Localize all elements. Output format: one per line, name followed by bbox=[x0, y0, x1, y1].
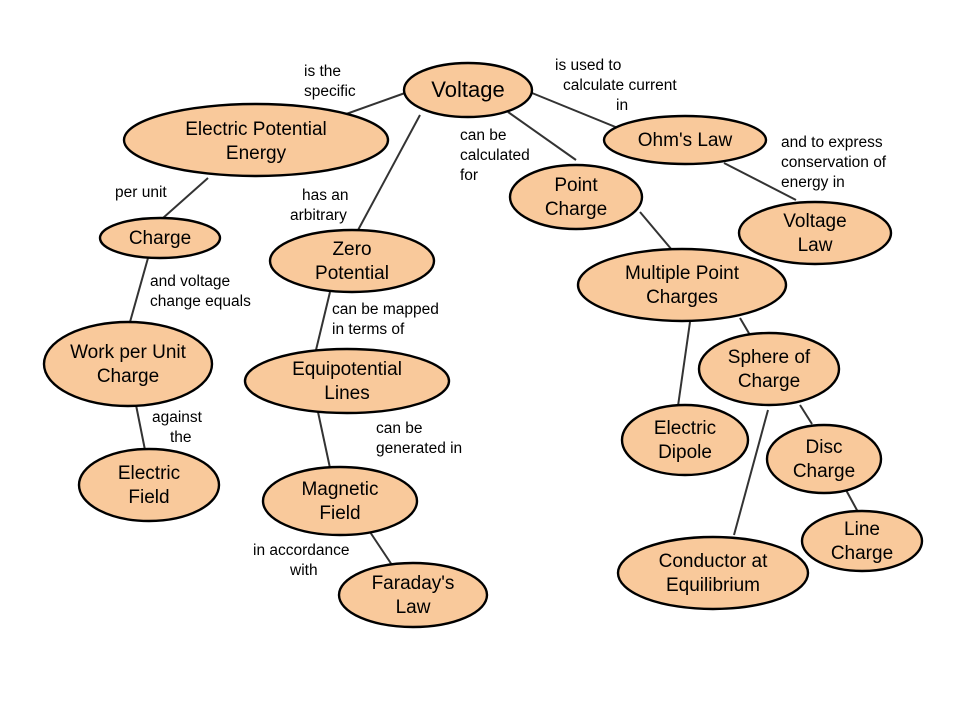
edge-epe-charge bbox=[162, 177, 209, 219]
edge-voltage-ohms bbox=[531, 92, 619, 129]
edge-mag-faraday bbox=[369, 531, 393, 566]
edge-voltage-point bbox=[507, 111, 577, 161]
node-ohms-law: Ohm's Law bbox=[602, 114, 768, 166]
edge-labels: is the specific is used to calculate cur… bbox=[115, 57, 890, 579]
node-voltage-label: Voltage bbox=[431, 77, 504, 102]
edge-label-is-the-specific: is the specific bbox=[304, 63, 356, 100]
edge-label-in-accordance-with: in accordance with bbox=[253, 542, 354, 579]
edge-point-multi bbox=[639, 211, 673, 251]
edge-ohms-vlaw bbox=[723, 162, 797, 201]
edge-disc-line bbox=[845, 489, 859, 513]
edge-multi-dipole bbox=[677, 321, 691, 407]
connections bbox=[129, 92, 859, 566]
edge-label-can-be-generated: can be generated in bbox=[376, 420, 462, 457]
edge-equi-mag bbox=[317, 411, 331, 469]
edge-label-has-an-arbitrary: has an arbitrary bbox=[290, 187, 353, 224]
edge-label-and-to-express: and to express conservation of energy in bbox=[781, 134, 890, 191]
edge-charge-work bbox=[129, 257, 149, 323]
edge-zero-equi bbox=[315, 291, 331, 351]
node-charge: Charge bbox=[98, 216, 222, 260]
node-ohms-law-label: Ohm's Law bbox=[638, 130, 733, 151]
edge-sphere-disc bbox=[799, 404, 813, 425]
edge-label-per-unit: per unit bbox=[115, 184, 167, 201]
edge-label-against-the: against the bbox=[152, 409, 206, 446]
edge-work-field bbox=[135, 404, 146, 451]
edge-label-and-voltage-change: and voltage change equals bbox=[150, 273, 251, 310]
edge-label-can-be-mapped: can be mapped in terms of bbox=[332, 301, 443, 338]
edge-multi-sphere bbox=[739, 317, 751, 336]
node-voltage: Voltage bbox=[402, 61, 534, 119]
edge-label-is-used-to: is used to calculate current in bbox=[555, 57, 681, 114]
edge-sphere-conductor bbox=[733, 409, 769, 536]
node-charge-label: Charge bbox=[129, 228, 191, 249]
edge-voltage-zero bbox=[356, 114, 421, 233]
edge-label-can-be-calculated: can be calculated for bbox=[460, 127, 534, 184]
